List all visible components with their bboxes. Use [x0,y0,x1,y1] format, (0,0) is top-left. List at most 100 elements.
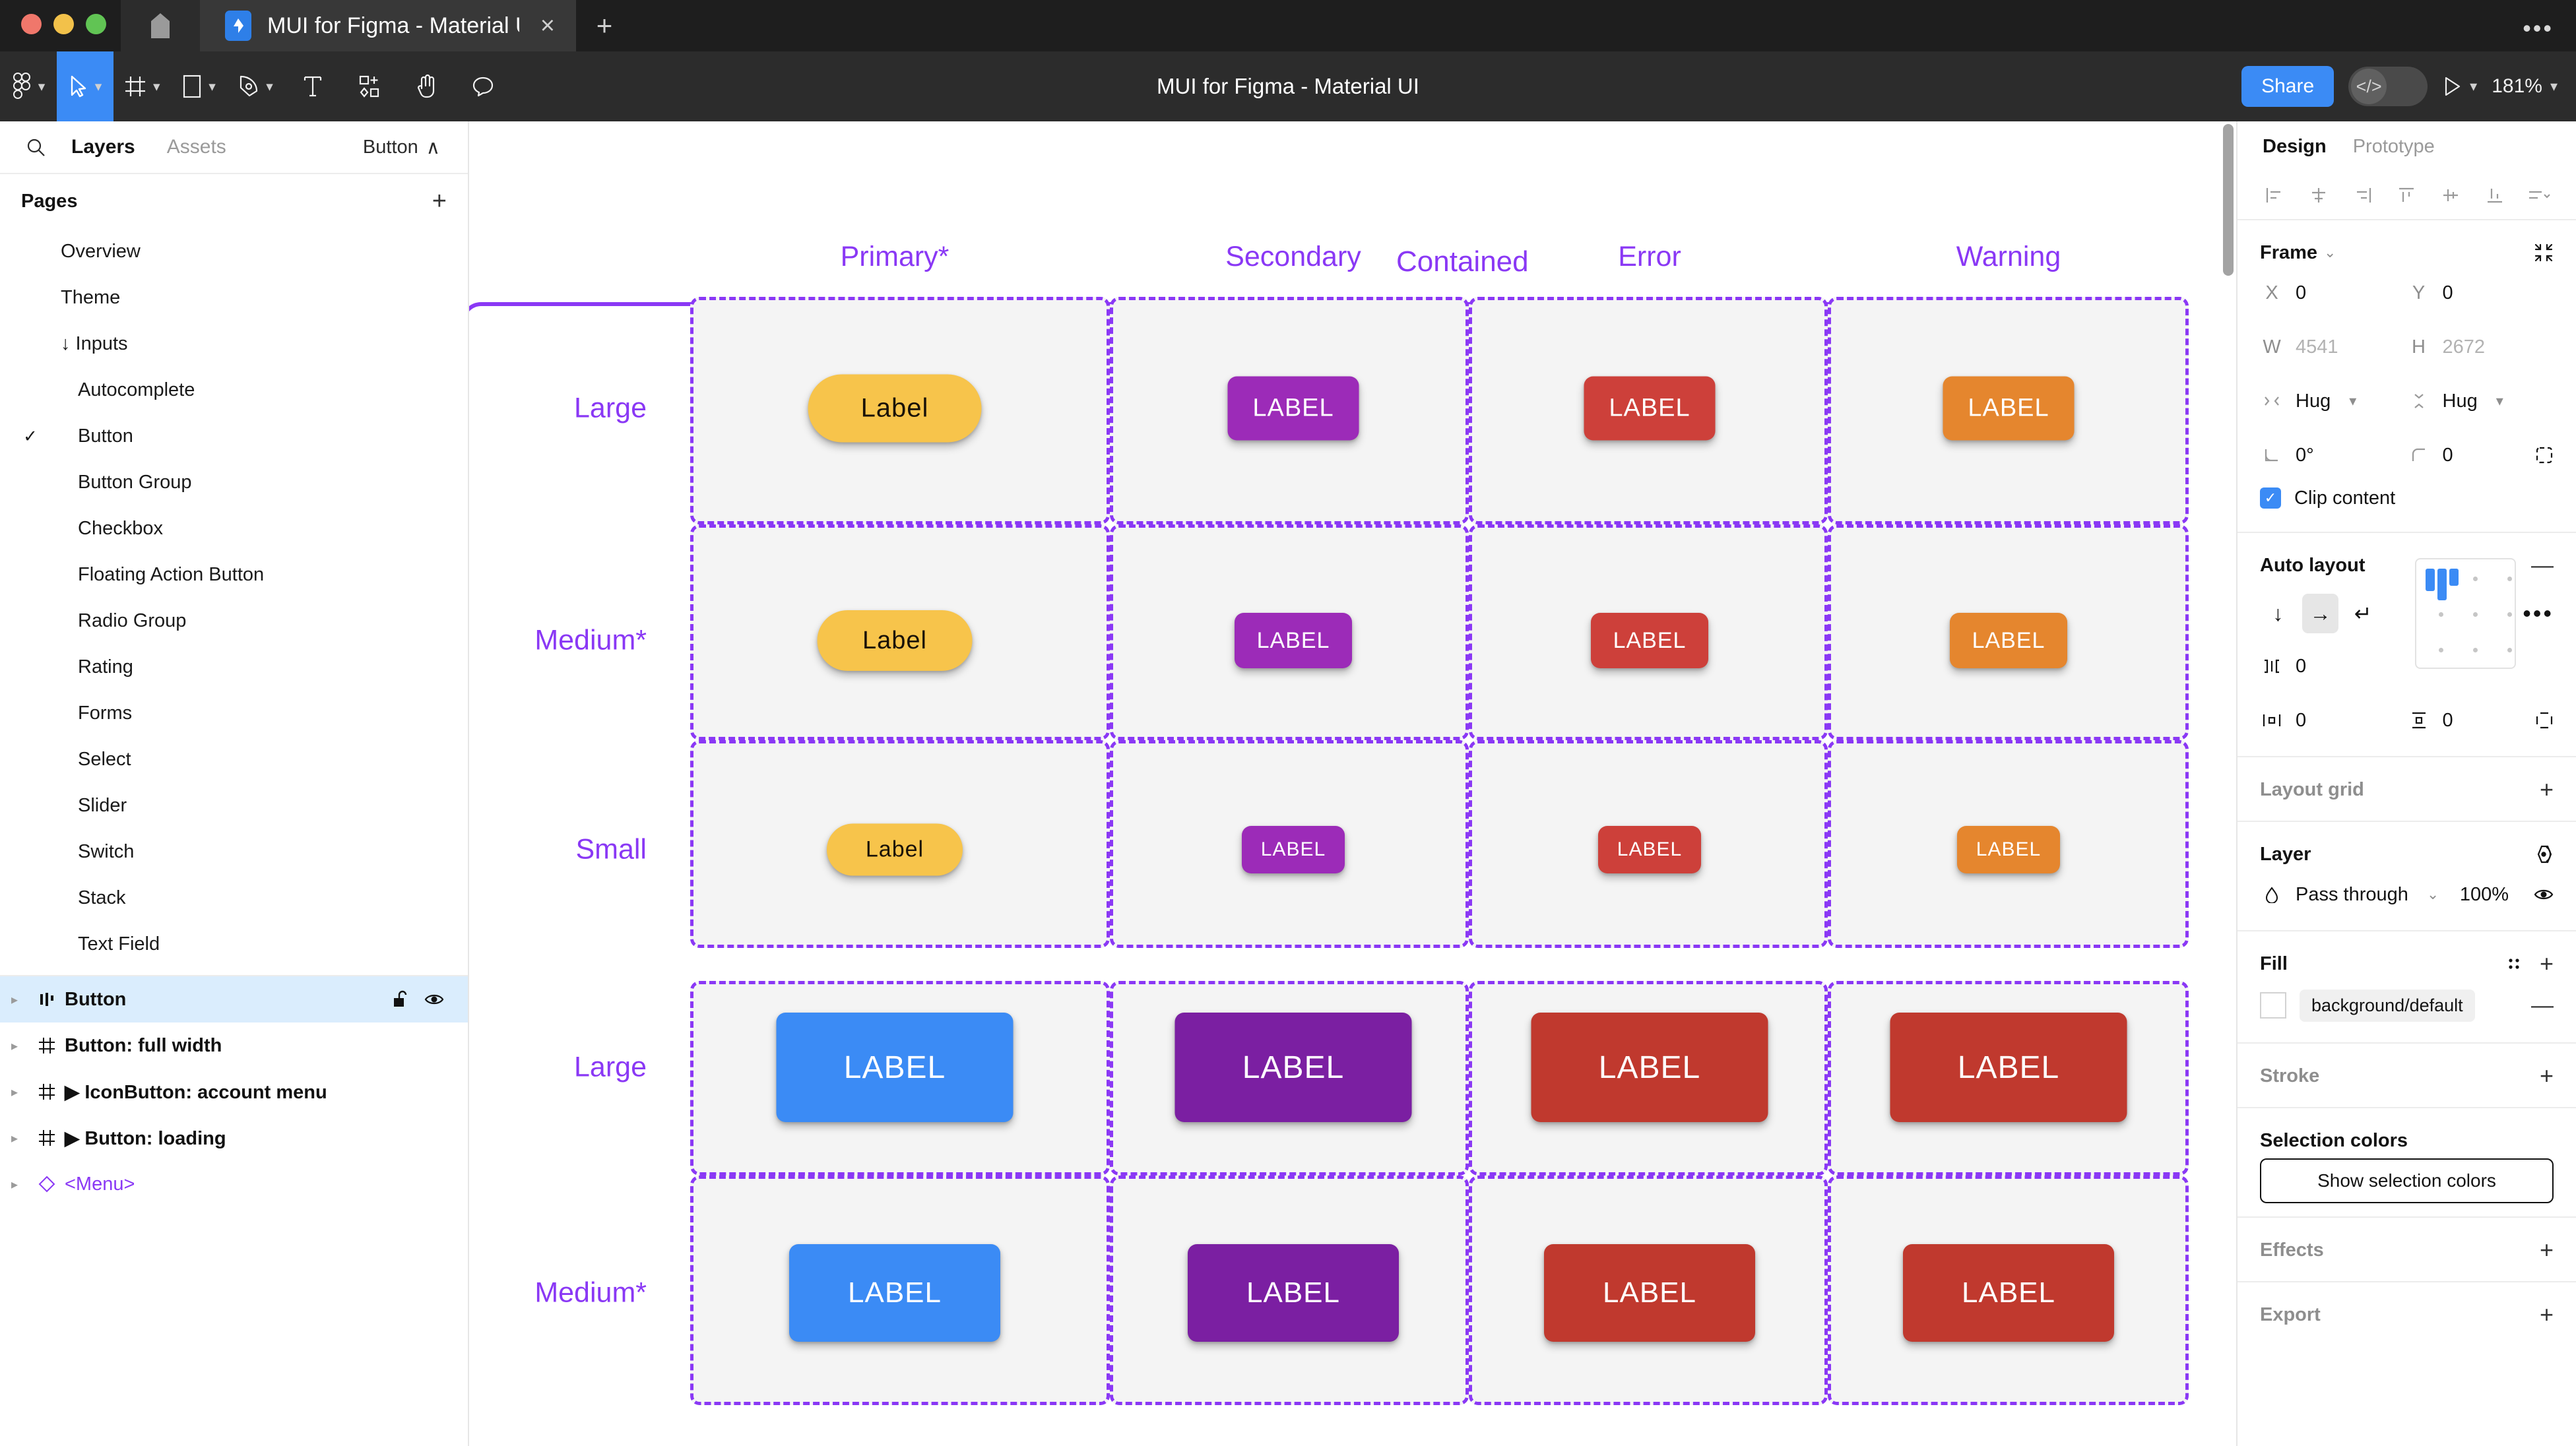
alignment-pad[interactable] [2415,558,2517,669]
text-icon[interactable] [284,51,341,121]
align-bottom-icon[interactable] [2480,187,2509,204]
blend-mode-field[interactable]: Pass through ⌄ 100% [2260,872,2554,917]
width-field[interactable]: W 4541 [2260,325,2407,369]
page-item-forms[interactable]: Forms [0,690,468,736]
x-field[interactable]: X 0 [2260,270,2407,315]
hand-icon[interactable] [398,51,455,121]
material-button[interactable]: LABEL [1227,376,1359,441]
page-item-checkbox[interactable]: Checkbox [0,505,468,551]
material-button[interactable]: LABEL [1584,376,1716,441]
page-item-inputs[interactable]: ↓ Inputs [0,321,468,367]
page-item-text-field[interactable]: Text Field [0,921,468,967]
resources-icon[interactable] [341,51,398,121]
fill-styles-icon[interactable] [2505,955,2523,972]
expand-chevron-icon[interactable]: ▸ [11,992,18,1007]
material-button[interactable]: LABEL [1175,1013,1412,1122]
browser-tab[interactable]: MUI for Figma - Material UI × [200,0,576,51]
y-field[interactable]: Y 0 [2407,270,2554,315]
material-button[interactable]: LABEL [1188,1244,1399,1342]
pen-icon[interactable]: ▾ [228,51,284,121]
window-maximize-button[interactable] [86,14,106,34]
share-button[interactable]: Share [2241,66,2334,107]
page-item-overview[interactable]: Overview [0,228,468,274]
expand-chevron-icon[interactable]: ▸ [11,1177,18,1192]
unlock-icon[interactable] [393,990,408,1009]
tab-layers[interactable]: Layers [71,136,135,158]
add-stroke-button[interactable]: + [2539,1062,2554,1089]
tab-design[interactable]: Design [2263,135,2327,157]
expand-chevron-icon[interactable]: ▸ [11,1038,18,1053]
layer-row[interactable]: ▸▶ IconButton: account menu [0,1069,468,1115]
add-export-button[interactable]: + [2539,1301,2554,1328]
tab-prototype[interactable]: Prototype [2352,135,2435,157]
remove-fill-button[interactable]: — [2531,992,2554,1018]
material-button[interactable]: LABEL [1591,613,1708,668]
add-layout-grid-button[interactable]: + [2539,776,2554,803]
shape-rectangle-icon[interactable]: ▾ [171,51,228,121]
material-button[interactable]: Label [827,823,963,876]
direction-vertical-button[interactable]: ↓ [2272,601,2284,625]
clip-content-checkbox[interactable]: ✓ [2260,487,2281,509]
chevron-down-icon[interactable]: ▾ [2349,393,2357,409]
align-left-icon[interactable] [2260,187,2289,204]
page-item-floating-action-button[interactable]: Floating Action Button [0,551,468,598]
search-icon[interactable] [16,137,55,157]
canvas-scrollbar[interactable] [2223,124,2234,276]
material-button[interactable]: LABEL [1903,1244,2114,1342]
zoom-level-control[interactable]: 181% ▾ [2492,75,2558,98]
layer-mask-icon[interactable] [2534,844,2554,864]
add-effect-button[interactable]: + [2539,1236,2554,1263]
material-button[interactable]: LABEL [1890,1013,2127,1122]
layer-row[interactable]: ▸Button: full width [0,1022,468,1069]
page-item-theme[interactable]: Theme [0,274,468,321]
align-horizontal-center-icon[interactable] [2304,187,2333,204]
expand-chevron-icon[interactable]: ▸ [11,1131,18,1146]
layer-row[interactable]: ▸▶ Button: loading [0,1115,468,1161]
eye-icon[interactable] [424,992,444,1007]
distribute-menu-icon[interactable] [2525,187,2554,204]
horizontal-resizing-field[interactable]: Hug ▾ [2260,379,2407,424]
new-tab-button[interactable]: + [596,10,613,41]
tab-assets[interactable]: Assets [166,136,226,158]
height-field[interactable]: H 2672 [2407,325,2554,369]
material-button[interactable]: LABEL [1242,826,1345,873]
page-item-slider[interactable]: Slider [0,782,468,829]
chevron-down-icon[interactable]: ▾ [2496,393,2503,409]
window-minimize-button[interactable] [53,14,74,34]
direction-wrap-button[interactable]: ↵ [2354,602,2372,625]
independent-corners-icon[interactable] [2535,446,2554,464]
material-button[interactable]: Label [817,610,973,671]
material-button[interactable]: Label [808,374,982,443]
direction-horizontal-button[interactable]: → [2302,594,2338,633]
material-button[interactable]: LABEL [789,1244,1000,1342]
material-button[interactable]: LABEL [1957,826,2060,873]
auto-layout-more-icon[interactable]: ••• [2523,600,2554,627]
browser-menu-icon[interactable]: ••• [2523,15,2554,42]
page-item-switch[interactable]: Switch [0,829,468,875]
present-button[interactable]: ▾ [2442,76,2477,97]
material-button[interactable]: LABEL [1950,613,2067,668]
move-cursor-icon[interactable]: ▾ [57,51,113,121]
page-item-button[interactable]: ✓Button [0,413,468,459]
close-icon[interactable]: × [540,12,555,40]
align-top-icon[interactable] [2392,187,2421,204]
vertical-resizing-field[interactable]: Hug ▾ [2407,379,2554,424]
material-button[interactable]: LABEL [1235,613,1352,668]
expand-chevron-icon[interactable]: ▸ [11,1084,18,1100]
chevron-down-icon[interactable]: ⌄ [2426,886,2439,902]
add-fill-button[interactable]: + [2539,950,2554,977]
page-item-rating[interactable]: Rating [0,644,468,690]
figma-menu-icon[interactable]: ▾ [0,51,57,121]
material-button[interactable]: LABEL [776,1013,1014,1122]
material-button[interactable]: LABEL [1531,1013,1768,1122]
show-selection-colors-button[interactable]: Show selection colors [2260,1158,2554,1203]
fill-color-swatch[interactable] [2260,992,2286,1019]
page-item-button-group[interactable]: Button Group [0,459,468,505]
page-item-select[interactable]: Select [0,736,468,782]
remove-auto-layout-button[interactable]: — [2531,552,2554,578]
align-right-icon[interactable] [2348,187,2377,204]
material-button[interactable]: LABEL [1598,826,1701,873]
individual-padding-icon[interactable] [2535,711,2554,730]
add-page-button[interactable]: + [432,187,447,215]
